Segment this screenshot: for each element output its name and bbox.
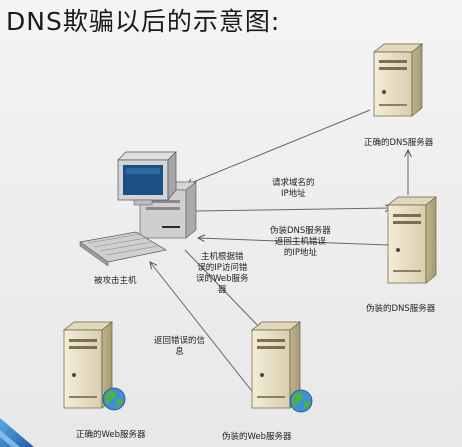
correct-web-server-icon	[63, 321, 113, 409]
correct-web-label: 正确的Web服务器	[76, 430, 146, 440]
wrong-info-label: 返回错误的信 息	[154, 336, 206, 357]
arrow-wrong-info	[150, 262, 256, 396]
arrow-victim-to-fake-web	[184, 249, 262, 330]
page-title: DNS欺骗以后的示意图:	[6, 7, 281, 36]
fake-dns-label: 伪装的DNS服务器	[366, 304, 436, 314]
arrow-request-ip	[195, 208, 392, 211]
correct-dns-server-icon	[373, 43, 423, 117]
request-ip-label: 请求域名的 IP地址	[272, 178, 315, 199]
globe-icon	[289, 389, 313, 413]
fake-dns-server-icon	[387, 196, 437, 284]
corner-decoration	[0, 418, 34, 447]
victim-access-label: 主机根据错 误的IP访问错 误的Web服务 器	[196, 252, 249, 295]
correct-dns-label: 正确的DNS服务器	[364, 138, 434, 148]
victim-label: 被攻击主机	[94, 276, 137, 286]
globe-icon	[102, 387, 126, 411]
fake-dns-reply-label: 伪装DNS服务器 返回主机错误 的IP地址	[270, 226, 331, 258]
arrow-correct-dns-to-victim	[186, 109, 371, 185]
arrow-fake-dns-reply	[198, 238, 389, 246]
fake-web-server-icon	[251, 321, 301, 409]
victim-computer-icon	[79, 151, 197, 267]
fake-web-label: 伪装的Web服务器	[222, 432, 292, 442]
